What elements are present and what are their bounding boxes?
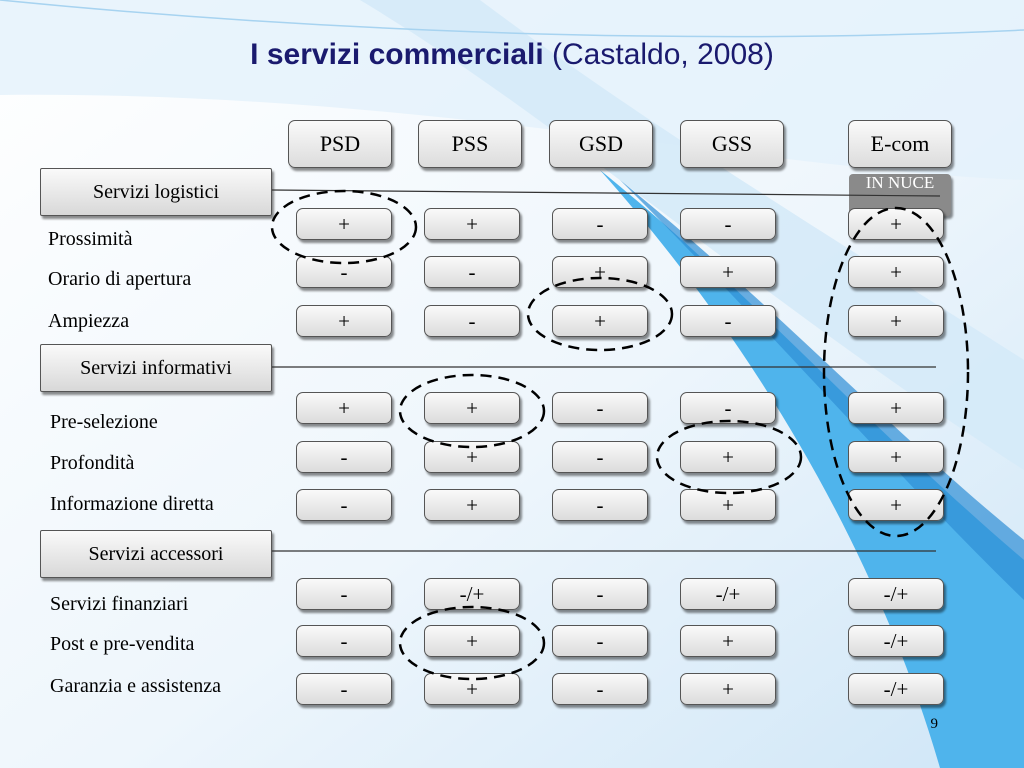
cell-prossimita-gss: - bbox=[680, 208, 776, 240]
cell-profondita-pss: + bbox=[424, 441, 520, 473]
cell-postvendita-psd: - bbox=[296, 625, 392, 657]
title-citation: (Castaldo, 2008) bbox=[552, 38, 774, 71]
section-servizi-accessori: Servizi accessori bbox=[40, 530, 272, 578]
cell-preselezione-gss: - bbox=[680, 392, 776, 424]
slide-title: I servizi commerciali (Castaldo, 2008) bbox=[0, 38, 1024, 72]
column-header-ecom: E-com bbox=[848, 120, 952, 168]
row-label-servizi-finanziari: Servizi finanziari bbox=[50, 593, 189, 615]
cell-preselezione-ecom: + bbox=[848, 392, 944, 424]
cell-informazione-pss: + bbox=[424, 489, 520, 521]
cell-finanziari-gsd: - bbox=[552, 578, 648, 610]
section-servizi-informativi: Servizi informativi bbox=[40, 344, 272, 392]
cell-preselezione-gsd: - bbox=[552, 392, 648, 424]
row-label-profondita: Profondità bbox=[50, 452, 135, 474]
row-label-ampiezza: Ampiezza bbox=[48, 310, 130, 332]
section-servizi-logistici: Servizi logistici bbox=[40, 168, 272, 216]
cell-ampiezza-gss: - bbox=[680, 305, 776, 337]
cell-orario-gsd: + bbox=[552, 256, 648, 288]
cell-finanziari-pss: -/+ bbox=[424, 578, 520, 610]
ecom-in-nuce-label: IN NUCE bbox=[865, 174, 935, 192]
cell-orario-ecom: + bbox=[848, 256, 944, 288]
cell-profondita-ecom: + bbox=[848, 441, 944, 473]
cell-informazione-gsd: - bbox=[552, 489, 648, 521]
page-number: 9 bbox=[930, 716, 939, 732]
cell-postvendita-pss: + bbox=[424, 625, 520, 657]
row-label-informazione-diretta: Informazione diretta bbox=[50, 493, 214, 515]
cell-ampiezza-ecom: + bbox=[848, 305, 944, 337]
cell-orario-psd: - bbox=[296, 256, 392, 288]
cell-informazione-ecom: + bbox=[848, 489, 944, 521]
row-label-orario-di-apertura: Orario di apertura bbox=[48, 268, 192, 290]
cell-postvendita-gss: + bbox=[680, 625, 776, 657]
cell-postvendita-ecom: -/+ bbox=[848, 625, 944, 657]
cell-garanzia-pss: + bbox=[424, 673, 520, 705]
cell-postvendita-gsd: - bbox=[552, 625, 648, 657]
cell-finanziari-gss: -/+ bbox=[680, 578, 776, 610]
cell-garanzia-gsd: - bbox=[552, 673, 648, 705]
cell-prossimita-psd: + bbox=[296, 208, 392, 240]
cell-ampiezza-pss: - bbox=[424, 305, 520, 337]
cell-ampiezza-gsd: + bbox=[552, 305, 648, 337]
column-header-pss: PSS bbox=[418, 120, 522, 168]
column-header-psd: PSD bbox=[288, 120, 392, 168]
cell-finanziari-psd: - bbox=[296, 578, 392, 610]
title-main: I servizi commerciali bbox=[250, 38, 544, 71]
cell-informazione-psd: - bbox=[296, 489, 392, 521]
cell-prossimita-pss: + bbox=[424, 208, 520, 240]
cell-ampiezza-psd: + bbox=[296, 305, 392, 337]
cell-finanziari-ecom: -/+ bbox=[848, 578, 944, 610]
cell-garanzia-psd: - bbox=[296, 673, 392, 705]
cell-garanzia-gss: + bbox=[680, 673, 776, 705]
cell-orario-pss: - bbox=[424, 256, 520, 288]
column-header-gsd: GSD bbox=[549, 120, 653, 168]
cell-informazione-gss: + bbox=[680, 489, 776, 521]
cell-profondita-gss: + bbox=[680, 441, 776, 473]
cell-profondita-psd: - bbox=[296, 441, 392, 473]
cell-profondita-gsd: - bbox=[552, 441, 648, 473]
row-label-pre-selezione: Pre-selezione bbox=[50, 411, 158, 433]
row-label-garanzia-e-assistenza: Garanzia e assistenza bbox=[50, 675, 222, 697]
cell-orario-gss: + bbox=[680, 256, 776, 288]
cell-preselezione-psd: + bbox=[296, 392, 392, 424]
column-header-gss: GSS bbox=[680, 120, 784, 168]
cell-prossimita-gsd: - bbox=[552, 208, 648, 240]
row-label-prossimita: Prossimità bbox=[48, 228, 133, 250]
cell-garanzia-ecom: -/+ bbox=[848, 673, 944, 705]
row-label-post-e-pre-vendita: Post e pre-vendita bbox=[50, 633, 195, 655]
cell-preselezione-pss: + bbox=[424, 392, 520, 424]
cell-prossimita-ecom: + bbox=[848, 208, 944, 240]
